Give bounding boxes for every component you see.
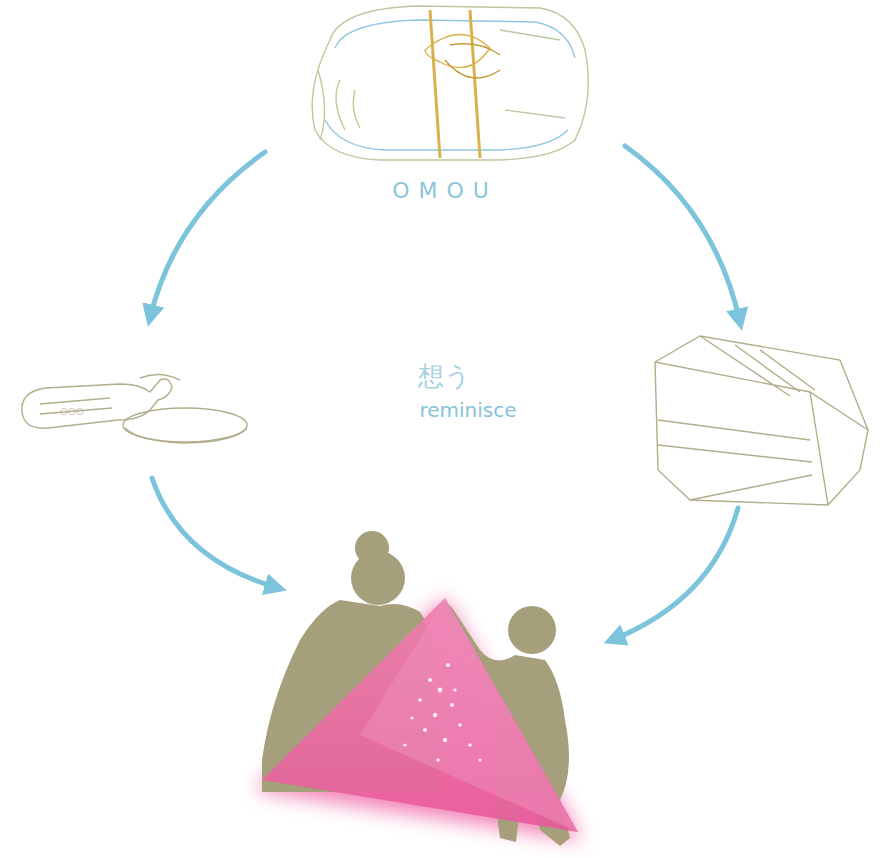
- project-title: OMOU: [392, 178, 498, 203]
- cycle-arrows: [150, 146, 740, 640]
- japanese-label: 想う: [418, 359, 471, 394]
- wrapped-bundle: [312, 6, 588, 160]
- sewing-tools: ○○○: [22, 374, 247, 443]
- grandmother-child: [255, 531, 582, 846]
- folded-cloth: [655, 336, 868, 505]
- cloth-dots: [403, 663, 481, 762]
- tool-mark: ○○○: [60, 406, 84, 416]
- english-label: reminisce: [419, 398, 516, 422]
